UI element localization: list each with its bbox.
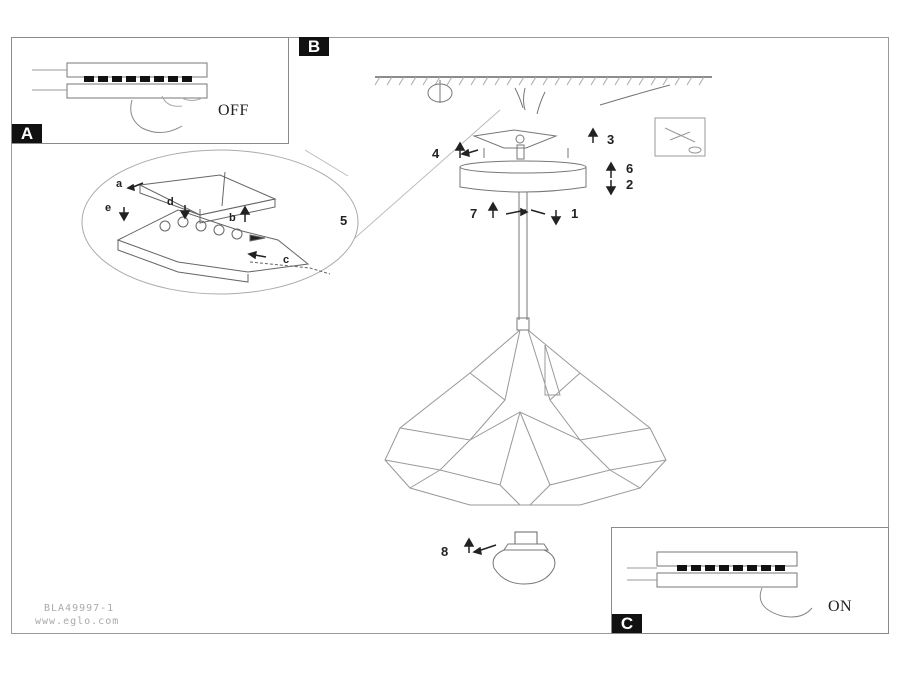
switch-off-label: OFF	[218, 102, 249, 119]
panel-a-tag: A	[12, 124, 42, 143]
document-code: BLA49997-1	[44, 603, 115, 614]
step-5-label: 5	[340, 213, 348, 228]
switch-on-label: ON	[828, 598, 853, 615]
terminal-block-off-illustration	[32, 62, 208, 133]
detail-letter-d: d	[167, 196, 174, 208]
panel-c-switch-on: C ON	[611, 527, 889, 634]
panel-a-switch-off: A OFF	[11, 37, 289, 144]
detail-letter-c: c	[283, 254, 290, 266]
terminal-block-on-illustration	[627, 551, 813, 618]
diagram-frame	[11, 37, 889, 634]
panel-c-tag: C	[612, 614, 642, 633]
detail-letter-e: e	[105, 202, 112, 214]
step-8-label: 8	[441, 544, 449, 559]
detail-letter-a: a	[116, 178, 123, 190]
panel-b-tag: B	[299, 37, 329, 56]
step-2-label: 2	[626, 177, 634, 192]
step-6-label: 6	[626, 161, 634, 176]
step-7-label: 7	[470, 206, 478, 221]
website-url: www.eglo.com	[35, 616, 120, 627]
step-4-label: 4	[432, 146, 440, 161]
step-1-label: 1	[571, 206, 579, 221]
detail-letter-b: b	[229, 212, 236, 224]
step-3-label: 3	[607, 132, 615, 147]
